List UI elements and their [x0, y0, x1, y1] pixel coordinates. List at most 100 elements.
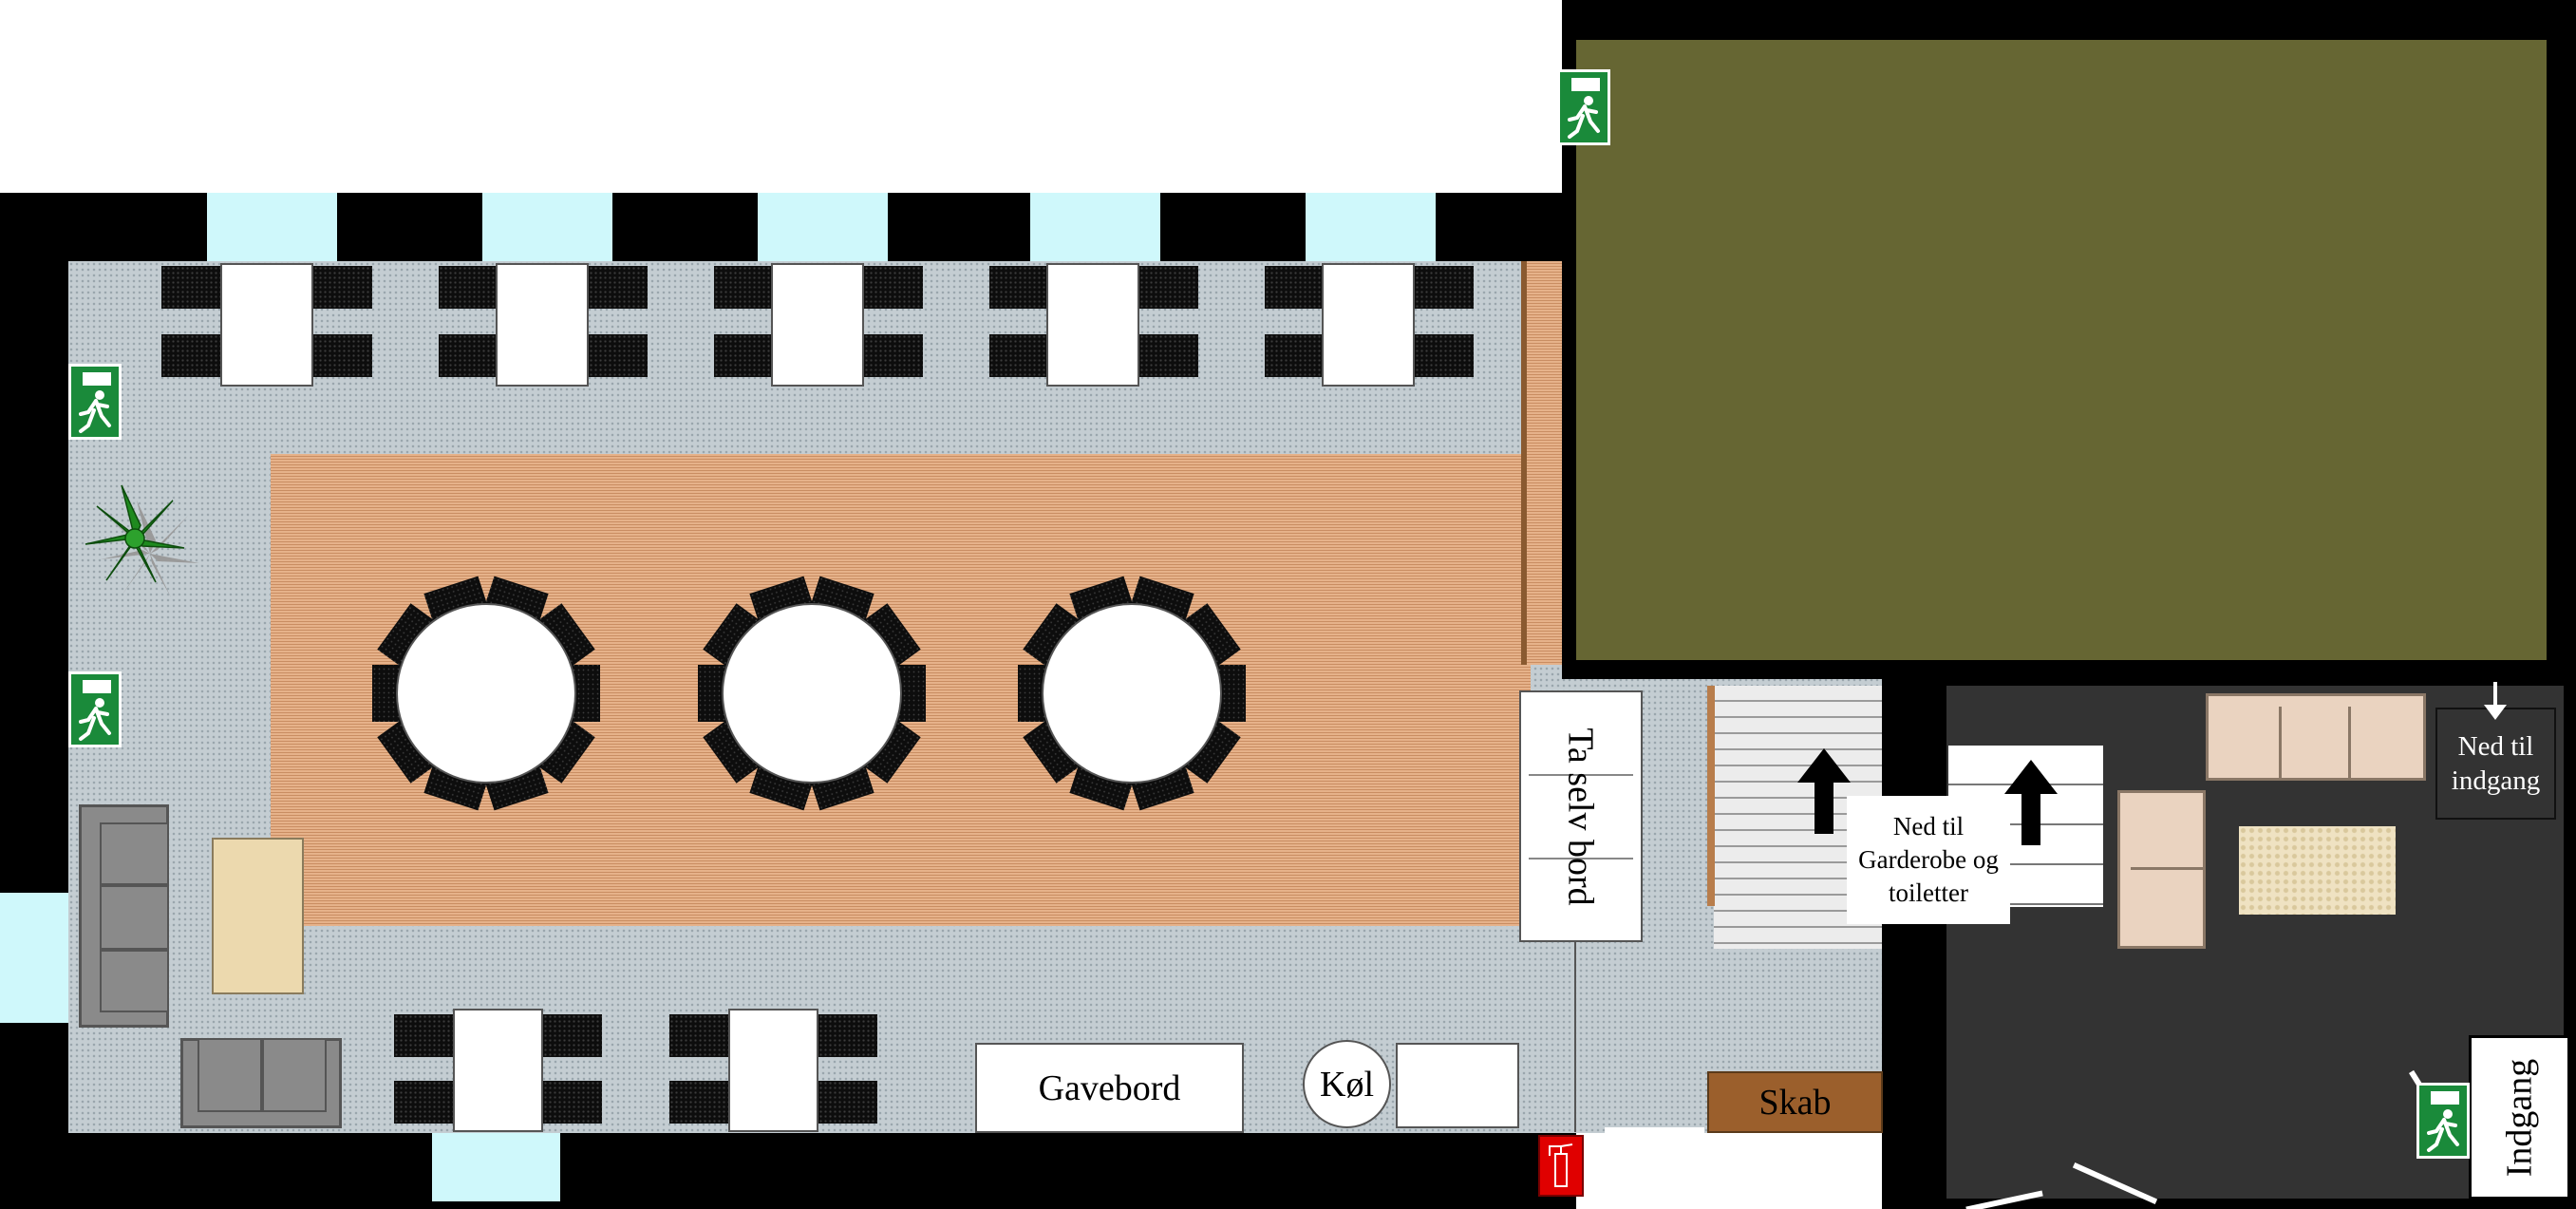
lounge-sofa-top-seat-divider-2 — [2348, 707, 2351, 781]
window-top-2 — [482, 193, 612, 261]
plant — [76, 480, 209, 617]
chair — [394, 1081, 453, 1124]
rect-table-5 — [1322, 263, 1415, 387]
emergency-exit-icon — [79, 390, 111, 433]
lounge-sofa-top-seat-divider-1 — [2279, 707, 2282, 781]
chair — [1139, 334, 1198, 377]
gray-sofa-vertical-seat-2 — [100, 885, 169, 950]
emergency-exit-sign-left-2 — [68, 671, 122, 747]
round-table-chair — [377, 603, 450, 678]
kitchen-door-threshold — [1605, 1127, 1704, 1133]
gray-sofa-vertical-seat-3 — [100, 950, 169, 1012]
arrow-icon — [1677, 1151, 1702, 1195]
stage-edge-wood-strip — [1527, 261, 1565, 665]
rect-table-4 — [1046, 263, 1139, 387]
chair — [818, 1081, 877, 1124]
lounge-sofa-top — [2206, 693, 2426, 781]
rect-table-7 — [728, 1009, 818, 1132]
chair — [589, 266, 648, 309]
window-top-1 — [207, 193, 337, 261]
chair — [394, 1014, 453, 1057]
chair — [161, 334, 220, 377]
round-table-chair — [848, 603, 921, 678]
chair — [439, 334, 498, 377]
buffet-divider-1 — [1529, 774, 1633, 776]
stair-rail — [1707, 686, 1715, 906]
stair-up-arrow-1 — [1797, 748, 1851, 839]
wood-divider-line — [1521, 261, 1527, 665]
chair — [714, 334, 773, 377]
chair — [864, 334, 923, 377]
round-table-2 — [698, 576, 926, 811]
round-table-chair — [522, 603, 595, 678]
lounge-coffee-table — [2239, 826, 2396, 915]
chair — [1139, 266, 1198, 309]
entrance-label: Indgang — [2469, 1035, 2570, 1200]
round-table-chair — [377, 708, 450, 784]
window-top-5 — [1306, 193, 1436, 261]
buffet-table — [1519, 690, 1643, 942]
buffet-label: Ta selv bord — [1561, 727, 1602, 906]
rect-table-6 — [453, 1009, 543, 1132]
emergency-exit-icon — [2427, 1109, 2459, 1152]
chair — [669, 1014, 728, 1057]
down-to-entrance-arrow — [2484, 682, 2507, 725]
chair — [989, 266, 1048, 309]
emergency-exit-icon — [1568, 96, 1600, 139]
rect-table-3 — [771, 263, 864, 387]
round-table-chair — [522, 708, 595, 784]
gray-sofa-horizontal-seat-1 — [197, 1038, 262, 1112]
rect-table-2 — [496, 263, 589, 387]
chair — [669, 1081, 728, 1124]
window-top-4 — [1030, 193, 1160, 261]
round-table-chair — [703, 708, 776, 784]
chair — [1265, 334, 1324, 377]
window-left — [0, 893, 68, 1023]
stairs-down-label: Ned til Garderobe og toiletter — [1847, 796, 2010, 924]
fire-extinguisher — [1538, 1135, 1584, 1197]
side-table — [212, 838, 304, 994]
arrow-icon — [1797, 748, 1851, 834]
cooler-table — [1396, 1043, 1519, 1128]
arrow-icon — [2484, 682, 2507, 720]
stage-platform — [1576, 40, 2547, 660]
chair — [714, 266, 773, 309]
kitchen-arrow — [1677, 1151, 1702, 1200]
emergency-exit-sign-entrance — [2416, 1083, 2470, 1159]
stair-up-arrow-3 — [2004, 760, 2058, 850]
chair — [589, 334, 648, 377]
chair — [1265, 266, 1324, 309]
window-bottom — [432, 1133, 560, 1201]
fire-extinguisher-icon — [1549, 1143, 1573, 1187]
kitchen-label: Køkken — [1604, 1160, 1677, 1185]
arrow-icon — [2004, 760, 2058, 845]
chair — [313, 334, 372, 377]
chair — [161, 266, 220, 309]
round-table-chair — [703, 603, 776, 678]
emergency-exit-icon — [79, 698, 111, 741]
buffet-divider-2 — [1529, 858, 1633, 860]
buffet-label-box: Ta selv bord — [1519, 690, 1643, 942]
round-table-top — [396, 603, 576, 784]
kitchen-path-line — [1574, 942, 1576, 1132]
round-table-1 — [372, 576, 600, 811]
gray-sofa-horizontal-seat-2 — [262, 1038, 327, 1112]
rect-table-1 — [220, 263, 313, 387]
emergency-exit-sign-left-1 — [68, 364, 122, 440]
chair — [864, 266, 923, 309]
chair — [1415, 334, 1474, 377]
chair — [439, 266, 498, 309]
cooler: Køl — [1303, 1040, 1391, 1128]
chair — [818, 1014, 877, 1057]
round-table-top — [722, 603, 902, 784]
gray-sofa-vertical-seat-1 — [100, 822, 169, 885]
round-table-chair — [848, 708, 921, 784]
lounge-armchair-divider — [2131, 867, 2206, 870]
chair — [313, 266, 372, 309]
round-table-top — [1042, 603, 1222, 784]
chair — [989, 334, 1048, 377]
emergency-exit-sign-top — [1557, 69, 1610, 145]
potted-plant-icon — [85, 484, 199, 597]
